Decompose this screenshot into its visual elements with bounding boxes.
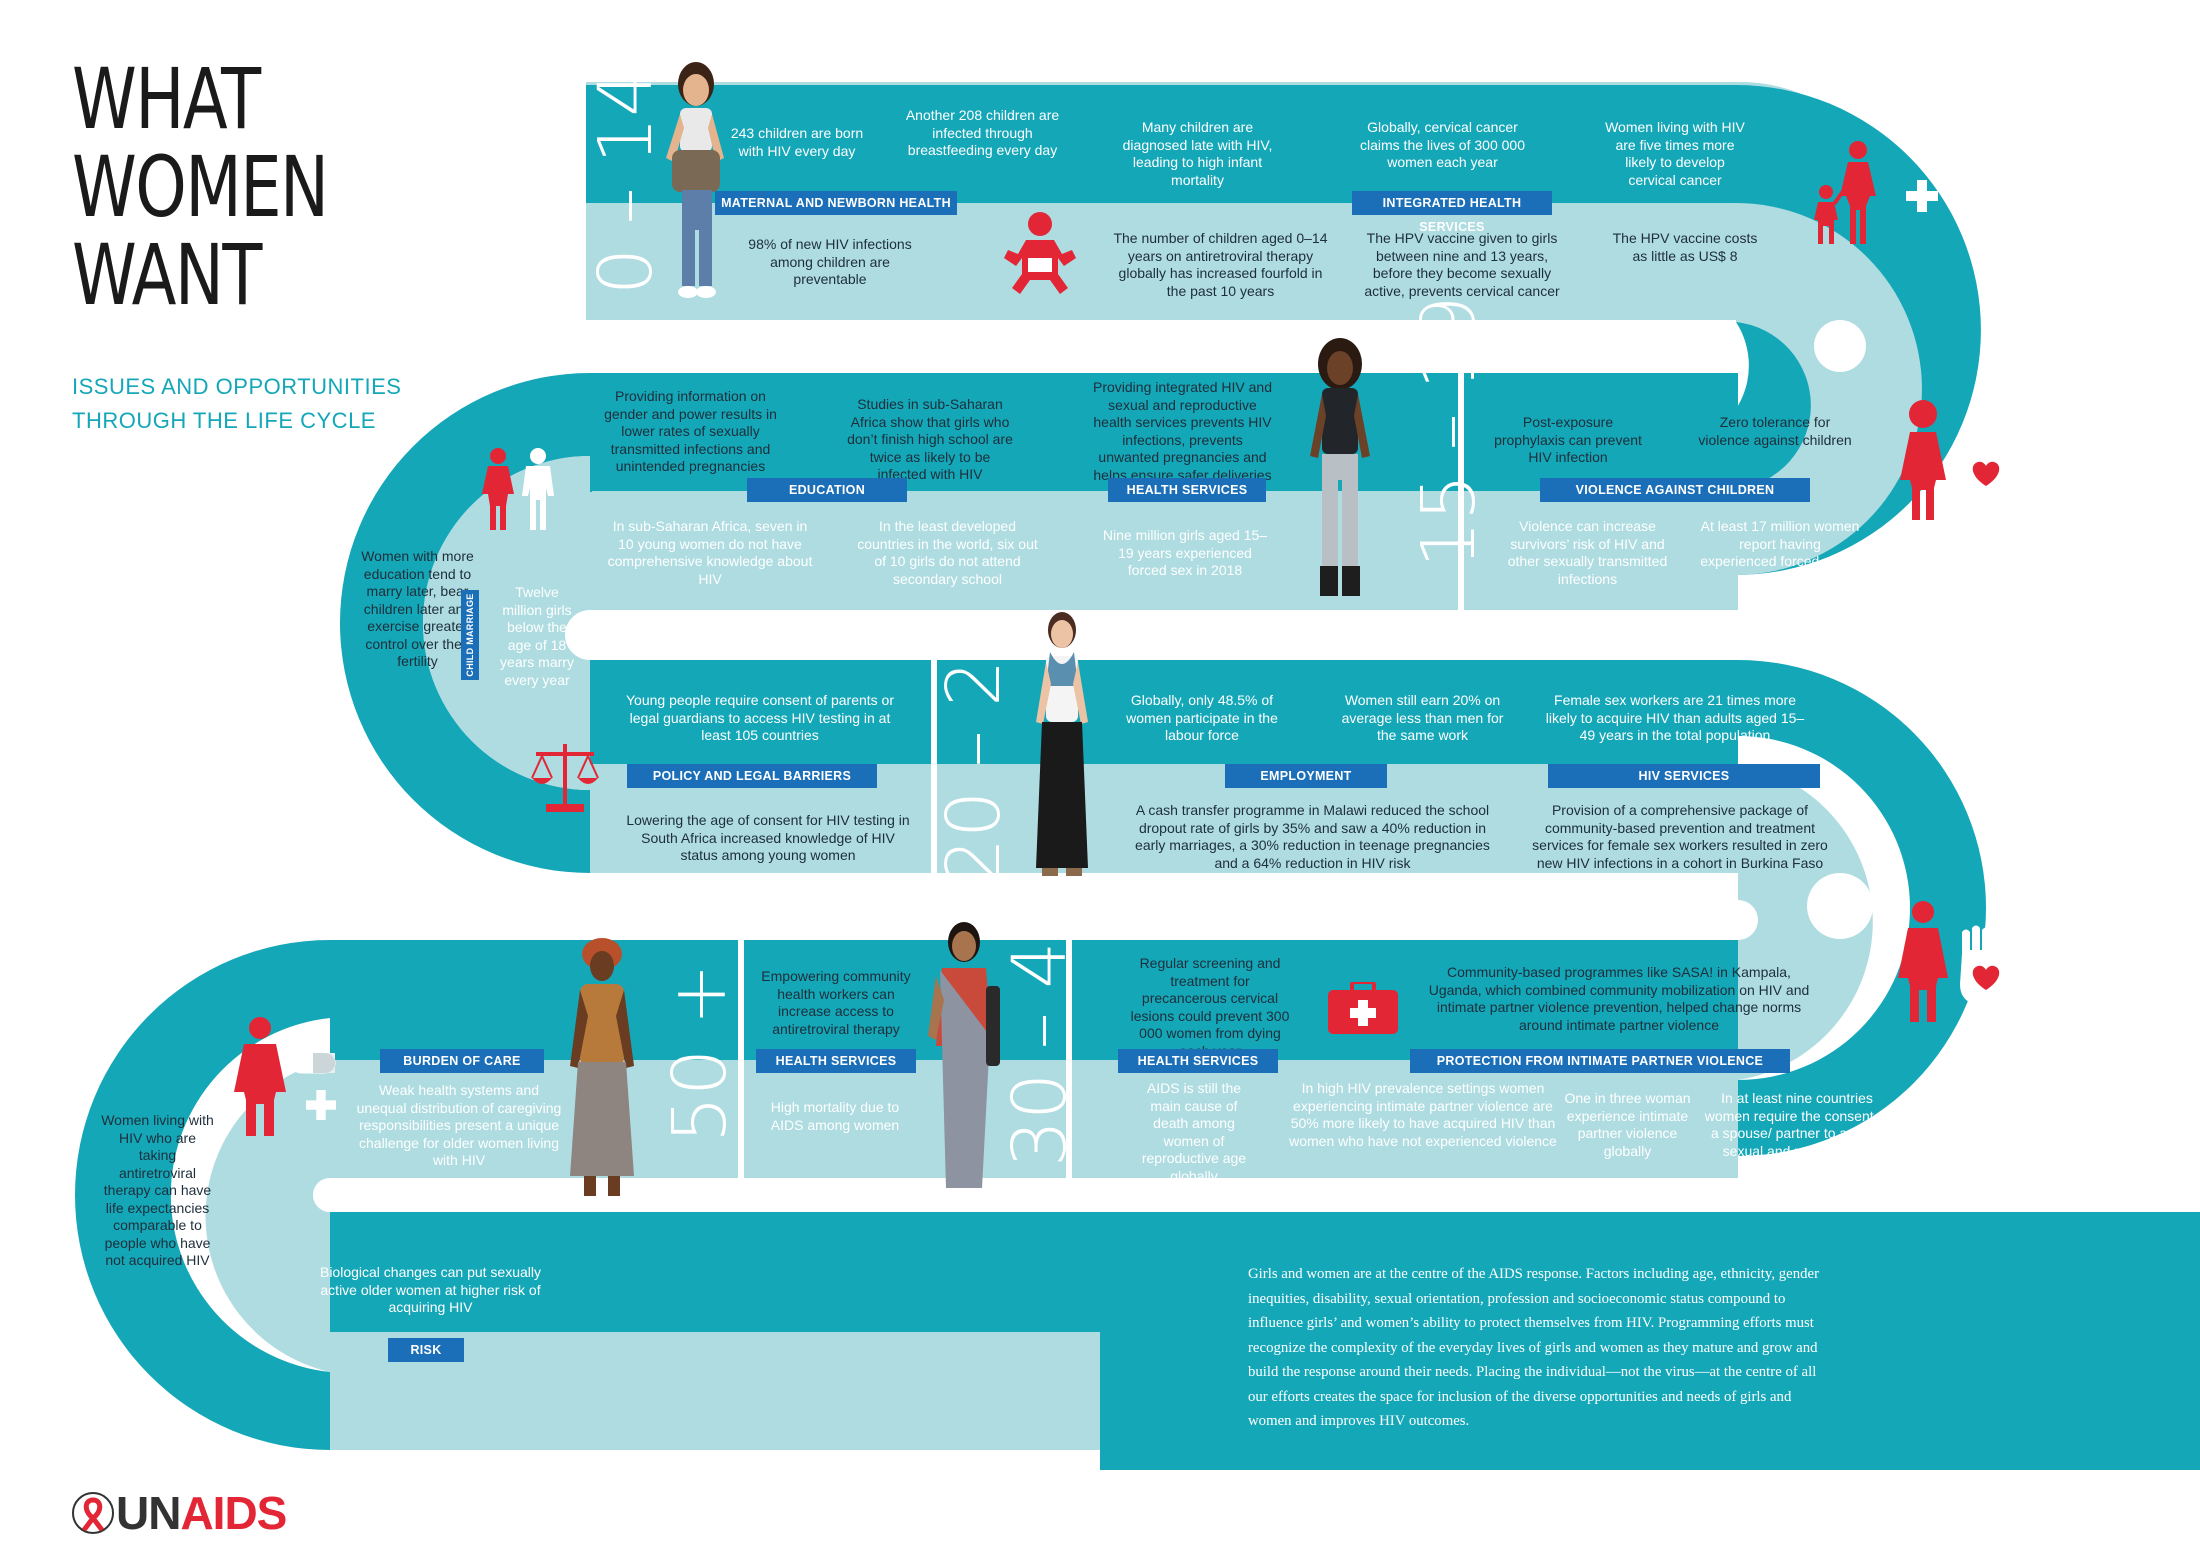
stat-text: Twelve million girls below the age of 18…: [500, 584, 574, 688]
stat-text: At least 17 million women report having …: [1700, 518, 1860, 587]
pill-icon: [290, 1052, 336, 1074]
category-hiv-services: HIV SERVICES: [1548, 764, 1820, 788]
stat-text: Providing integrated HIV and sexual and …: [1093, 379, 1272, 483]
stat-text: Young people require consent of parents …: [625, 692, 894, 743]
stat-text: One in three woman experience intimate p…: [1564, 1090, 1691, 1159]
category-protection-intimate-partner-violence: PROTECTION FROM INTIMATE PARTNER VIOLENC…: [1410, 1049, 1790, 1073]
cross-icon: [306, 1090, 336, 1120]
category-education: EDUCATION: [747, 478, 907, 502]
stat-text: Regular screening and treatment for prec…: [1130, 955, 1290, 1059]
woman-man-icon: [482, 448, 554, 530]
category-health-services: HEALTH SERVICES: [1108, 478, 1266, 502]
divider-30-49b: [1066, 940, 1072, 1178]
stat-text: Weak health systems and unequal distribu…: [356, 1082, 562, 1168]
stat-text: The HPV vaccine costs as little as US$ 8: [1612, 230, 1758, 264]
stat-text: Lowering the age of consent for HIV test…: [626, 812, 910, 863]
stat-text: Empowering community health workers can …: [761, 968, 911, 1037]
category-child-marriage: CHILD MARRIAGE: [461, 590, 479, 680]
stat-text: Many children are diagnosed late with HI…: [1122, 119, 1273, 188]
woman-icon: [1898, 901, 1948, 1022]
intro-paragraph: Girls and women are at the centre of the…: [1248, 1266, 1820, 1429]
stat-text: Another 208 children are infected throug…: [905, 107, 1060, 158]
cross-icon: [1906, 180, 1938, 212]
stat-text: Women living with HIV who are taking ant…: [101, 1112, 214, 1268]
girl-icon: [1900, 400, 1946, 520]
stat-text: Women still earn 20% on average less tha…: [1341, 692, 1504, 743]
stat-text: 98% of new HIV infections among children…: [748, 236, 912, 287]
age-50-plus: 50 +: [657, 963, 743, 1143]
stat-text: In high HIV prevalence settings women ex…: [1289, 1080, 1557, 1149]
stat-text: In at least nine countries women require…: [1704, 1090, 1890, 1176]
category-maternal-newborn-health: MATERNAL AND NEWBORN HEALTH: [715, 191, 957, 215]
category-health-services: HEALTH SERVICES: [756, 1049, 916, 1073]
stat-text: Biological changes can put sexually acti…: [319, 1264, 542, 1315]
hand-heart-icon: [1960, 421, 2012, 501]
category-violence-against-children: VIOLENCE AGAINST CHILDREN: [1540, 478, 1810, 502]
stat-text: Provision of a comprehensive package of …: [1532, 802, 1828, 871]
stat-text: Post-exposure prophylaxis can prevent HI…: [1494, 414, 1642, 465]
first-aid-kit-icon: [1328, 982, 1398, 1034]
stat-text: Providing information on gender and powe…: [604, 388, 777, 474]
stat-text: Women living with HIV are five times mor…: [1605, 119, 1745, 188]
divider-20-29: [931, 660, 937, 900]
category-integrated-health-services: INTEGRATED HEALTH SERVICES: [1352, 191, 1552, 234]
stat-text: 243 children are born with HIV every day: [730, 125, 864, 159]
young-woman-photo: [1036, 612, 1088, 876]
divider-15-19: [1458, 373, 1464, 610]
category-risk: RISK: [388, 1338, 464, 1362]
woman-sari-photo: [928, 922, 1000, 1188]
red-ribbon-icon: [72, 1492, 114, 1534]
stat-text: AIDS is still the main cause of death am…: [1141, 1080, 1247, 1184]
age-20-29: 20 – 29: [931, 612, 1017, 885]
age-0-14: 0 – 14: [583, 69, 669, 295]
stat-text: Nine million girls aged 15–19 years expe…: [1102, 527, 1268, 578]
stat-text: Female sex workers are 21 times more lik…: [1545, 692, 1805, 743]
scales-icon: [531, 744, 599, 812]
older-woman-photo: [570, 938, 634, 1196]
stat-text: A cash transfer programme in Malawi redu…: [1135, 802, 1490, 871]
woman-icon: [234, 1017, 286, 1136]
stat-text: Violence can increase survivors’ risk of…: [1507, 518, 1668, 587]
stat-text: High mortality due to AIDS among women: [770, 1099, 900, 1133]
girl-child-photo: [666, 62, 724, 298]
baby-icon: [1004, 212, 1076, 294]
stat-text: Studies in sub-Saharan Africa show that …: [847, 396, 1013, 482]
age-15-19: 15 – 19: [1406, 295, 1492, 568]
stat-text: Globally, only 48.5% of women participat…: [1126, 692, 1278, 743]
category-health-services: HEALTH SERVICES: [1118, 1049, 1278, 1073]
stat-text: Zero tolerance for violence against chil…: [1698, 414, 1852, 448]
stat-text: Globally, cervical cancer claims the liv…: [1360, 119, 1525, 170]
stat-text: In sub-Saharan Africa, seven in 10 young…: [607, 518, 813, 587]
stat-text: Community-based programmes like SASA! in…: [1428, 964, 1810, 1033]
logo-text-un: UN: [116, 1487, 181, 1539]
logo-text-aids: AIDS: [180, 1487, 287, 1539]
category-employment: EMPLOYMENT: [1225, 764, 1387, 788]
divider-30-49a: [738, 940, 744, 1178]
category-burden-of-care: BURDEN OF CARE: [380, 1049, 544, 1073]
category-policy-legal-barriers: POLICY AND LEGAL BARRIERS: [627, 764, 877, 788]
teen-girl-photo: [1310, 338, 1370, 596]
hand-heart-icon: [1960, 925, 2012, 1005]
stat-text: In the least developed countries in the …: [857, 518, 1038, 587]
mother-child-icon: [1814, 141, 1876, 244]
stat-text: Women with more education tend to marry …: [361, 548, 474, 669]
stat-text: The number of children aged 0–14 years o…: [1113, 230, 1328, 299]
stat-text: The HPV vaccine given to girls between n…: [1364, 230, 1560, 299]
